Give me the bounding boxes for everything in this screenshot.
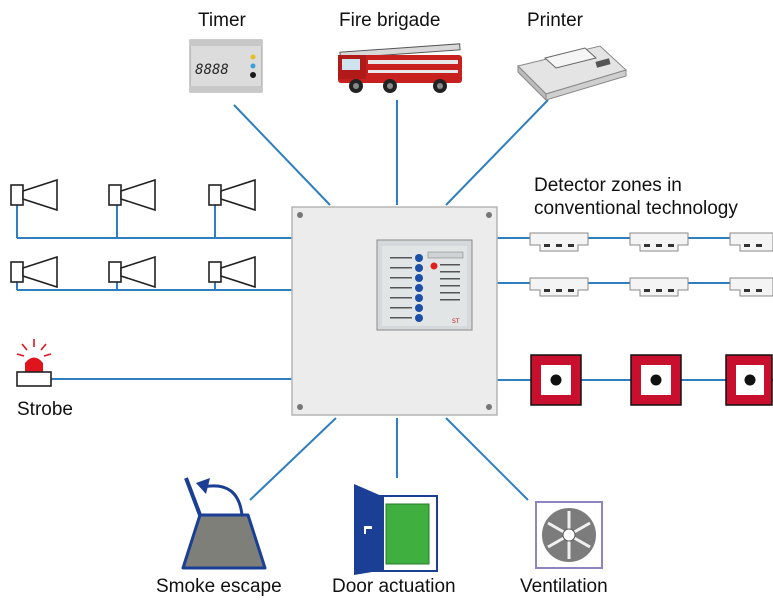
- panel-zone-buttons: [415, 254, 423, 322]
- label-timer: Timer: [198, 10, 246, 31]
- label-detector-zones-line2: conventional technology: [534, 198, 738, 219]
- smoke-detector-icon: [529, 277, 589, 297]
- smoke-detector-icon: [629, 277, 689, 297]
- panel-brand-mark: ST: [452, 318, 460, 325]
- fire-control-panel: ST: [291, 206, 498, 416]
- ventilation-icon: [535, 501, 603, 569]
- label-smoke-escape: Smoke escape: [156, 576, 282, 597]
- manual-call-points: [530, 354, 773, 406]
- strobe-icon: [16, 339, 52, 387]
- smoke-detector-icon: [729, 232, 773, 252]
- label-door-actuation: Door actuation: [332, 576, 456, 597]
- line-printer: [445, 99, 549, 206]
- line-timer: [233, 104, 331, 206]
- label-strobe: Strobe: [17, 399, 73, 420]
- label-printer: Printer: [527, 10, 583, 31]
- smoke-detector-icon: [529, 232, 589, 252]
- smoke-detector-icon: [729, 277, 773, 297]
- label-fire-brigade: Fire brigade: [339, 10, 441, 31]
- label-detector-zones-line1: Detector zones in: [534, 175, 682, 196]
- manual-call-point-icon: [630, 354, 682, 406]
- sounder-icon: [108, 255, 156, 289]
- sounder-icon: [10, 178, 58, 212]
- sounder-icon: [208, 178, 256, 212]
- sounder-icon: [10, 255, 58, 289]
- fire-truck-icon: [338, 43, 462, 93]
- line-ventilation: [445, 417, 529, 501]
- label-ventilation: Ventilation: [520, 576, 608, 597]
- manual-call-point-icon: [530, 354, 582, 406]
- smoke-detector-icon: [629, 232, 689, 252]
- printer-icon: [517, 45, 627, 102]
- smoke-escape-icon: [181, 477, 267, 570]
- sounder-icon: [208, 255, 256, 289]
- timer-device: 8888: [189, 39, 263, 93]
- smoke-detectors: [529, 232, 773, 297]
- door-actuation-icon: [354, 484, 438, 575]
- timer-display: 8888: [195, 62, 229, 78]
- sounder-icon: [108, 178, 156, 212]
- line-smoke-escape: [249, 417, 337, 501]
- sounders: [10, 178, 256, 289]
- manual-call-point-icon: [725, 354, 773, 406]
